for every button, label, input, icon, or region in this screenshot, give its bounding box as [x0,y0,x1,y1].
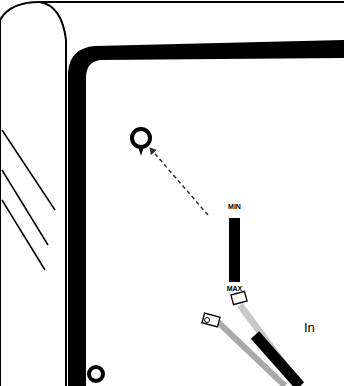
instruction-text: In [304,321,315,334]
slider-max-label: MAX [227,285,243,292]
front-frame [68,40,344,386]
side-panel-corner [40,2,66,386]
ring-terminal-hole [205,318,210,323]
side-panel-lines [2,130,55,270]
min-max-slider [229,218,240,282]
slider-min-label: MIN [228,203,241,210]
housing-top-edge [0,2,344,20]
wire-connector [231,291,247,304]
black-cable [255,335,300,386]
keyhole [132,129,150,147]
keyhole-tail [138,146,144,156]
ring-terminal [202,313,220,327]
mounting-arrow [150,148,208,215]
housing-side-edge [0,20,1,386]
lower-hole [89,367,103,381]
